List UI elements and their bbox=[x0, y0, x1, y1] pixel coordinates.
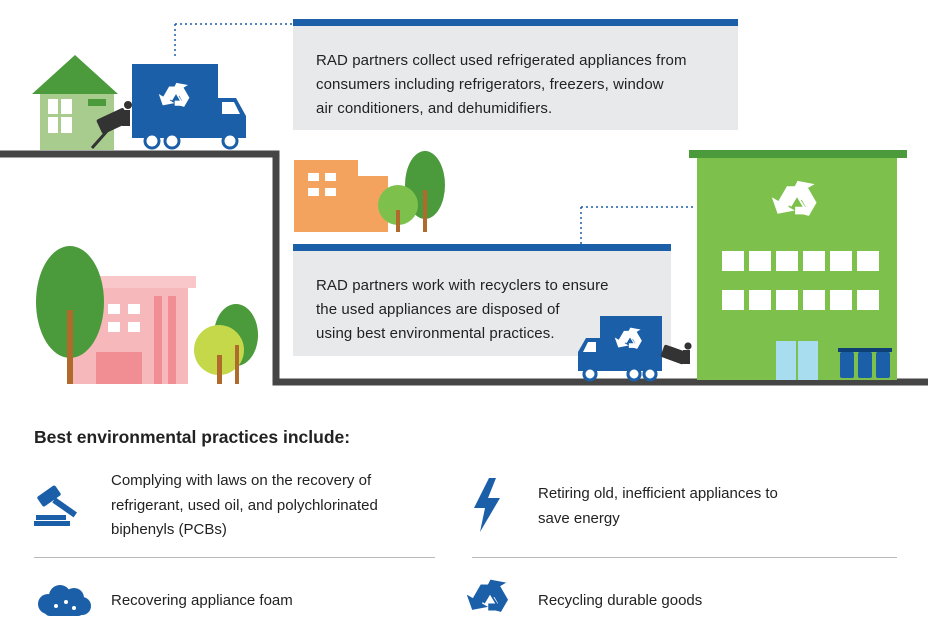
practice-item-laws-line-1: Complying with laws on the recovery of bbox=[111, 472, 372, 489]
recycle-icon bbox=[467, 579, 509, 612]
recycling-process-illustration bbox=[0, 23, 928, 386]
callout-collect-line-1: RAD partners collect used refrigerated a… bbox=[316, 52, 687, 69]
callout-recycle-line-2: the used appliances are disposed of bbox=[316, 301, 560, 318]
truck-bottom-overlay bbox=[578, 316, 692, 382]
practice-item-laws-line-3: biphenyls (PCBs) bbox=[111, 521, 227, 538]
callout-collect: RAD partners collect used refrigerated a… bbox=[293, 19, 738, 130]
practice-item-durable-line-1: Recycling durable goods bbox=[538, 592, 703, 609]
tree-cluster-middle bbox=[378, 151, 445, 232]
tree-cluster-bottom-left bbox=[36, 246, 258, 384]
practice-item-laws-line-2: refrigerant, used oil, and polychlorinat… bbox=[111, 496, 378, 514]
practice-item-energy-line-1: Retiring old, inefficient appliances to bbox=[538, 485, 778, 502]
ground-line bbox=[0, 150, 928, 386]
practices-title: Best environmental practices include: bbox=[34, 427, 351, 447]
lightning-bolt-icon bbox=[474, 478, 500, 532]
gavel-icon bbox=[34, 485, 78, 526]
house-illustration bbox=[32, 55, 118, 150]
foam-cloud-icon bbox=[38, 585, 91, 616]
practice-item-energy: Retiring old, inefficient appliances to … bbox=[538, 482, 778, 531]
connector-line-middle bbox=[580, 206, 694, 245]
practice-item-laws: Complying with laws on the recovery of r… bbox=[111, 469, 378, 543]
orange-building-illustration bbox=[294, 160, 388, 232]
practice-item-foam-line-1: Recovering appliance foam bbox=[111, 592, 293, 609]
practice-item-energy-line-2: save energy bbox=[538, 509, 620, 527]
callout-collect-line-3: air conditioners, and dehumidifiers. bbox=[316, 100, 553, 117]
recycling-facility-illustration bbox=[689, 150, 907, 380]
callout-recycle: RAD partners work with recyclers to ensu… bbox=[293, 244, 671, 356]
callout-recycle-line-1: RAD partners work with recyclers to ensu… bbox=[316, 277, 609, 294]
practice-item-durable: Recycling durable goods bbox=[538, 589, 702, 614]
practice-item-foam: Recovering appliance foam bbox=[111, 589, 293, 614]
truck-top-illustration bbox=[132, 64, 246, 150]
mover-person-illustration bbox=[90, 101, 132, 149]
callout-collect-line-2: consumers including refrigerators, freez… bbox=[316, 76, 664, 93]
divider-left bbox=[34, 557, 435, 558]
connector-line-top bbox=[174, 23, 293, 58]
divider-right bbox=[472, 557, 897, 558]
callout-recycle-line-3: using best environmental practices. bbox=[316, 325, 555, 342]
